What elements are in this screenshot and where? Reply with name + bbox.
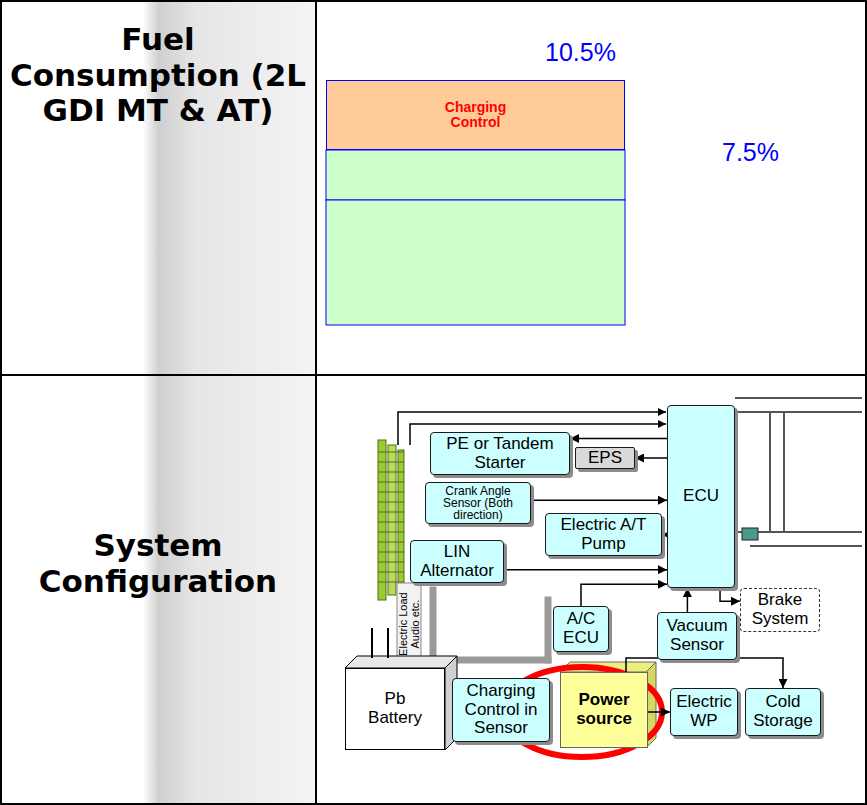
ecu-box: ECU (667, 405, 735, 588)
signal-connector (720, 588, 740, 601)
pulley-rib (378, 532, 404, 533)
signal-connector (648, 711, 670, 713)
component-box: PE or Tandem Starter (430, 432, 570, 475)
signal-connector (635, 457, 667, 459)
signal-connector (504, 569, 667, 571)
battery-terminal (387, 628, 389, 658)
pulley-rib (378, 522, 404, 523)
optional-system-box: Brake System (740, 588, 820, 632)
node-text: Vacuum Sensor (661, 617, 733, 654)
node-text: LIN Alternator (414, 543, 500, 580)
value-label: 10.5% (545, 38, 616, 67)
bar-segment: Charging Control (326, 80, 625, 150)
crank-pulley (378, 440, 404, 600)
component-box: A/C ECU (553, 606, 609, 652)
node-text: Cold Storage (749, 693, 817, 730)
pulley-rib (378, 502, 404, 503)
header-column-ground (1, 1, 316, 804)
component-box: Cold Storage (745, 688, 821, 736)
node-text: Electric A/T Pump (549, 516, 658, 553)
pulley-rib (378, 462, 404, 463)
node-text: Brake System (744, 591, 816, 628)
battery-terminal (371, 628, 373, 658)
component-box: LIN Alternator (410, 540, 504, 583)
node-text: Electric WP (674, 693, 734, 730)
pulley-rib (378, 452, 404, 453)
bar-segment (326, 200, 625, 325)
pulley-rib (378, 582, 404, 583)
row-header: Fuel Consumption (2L GDI MT & AT) (8, 22, 308, 129)
node-text: Pb Battery (365, 690, 425, 727)
pulley-rib (378, 472, 404, 473)
pulley-rib (378, 512, 404, 513)
sensor-box: Crank Angle Sensor (Both direction) (425, 482, 531, 524)
signal-connector (626, 658, 783, 688)
node-text: Power source (564, 691, 644, 728)
node-text: ECU (683, 487, 719, 506)
electric-load-strip (397, 583, 421, 665)
row-header: System Configuration (8, 528, 308, 599)
bar-segment (326, 150, 625, 200)
node-text: Crank Angle Sensor (Both direction) (429, 485, 527, 521)
pulley-rib (378, 562, 404, 563)
table-divider (315, 0, 317, 805)
pulley-rib (378, 492, 404, 493)
pulley-rib (378, 572, 404, 573)
signal-connector (687, 588, 689, 612)
pulley-rib (378, 542, 404, 543)
battery-top (345, 656, 457, 668)
sensor-box: Vacuum Sensor (657, 612, 737, 660)
signal-connector (531, 499, 667, 501)
load-label: Electric Load Audio etc. (397, 584, 421, 664)
battery-box: Pb Battery (345, 668, 445, 750)
table-divider (0, 374, 867, 376)
node-text: EPS (588, 449, 622, 468)
signal-connector (581, 584, 667, 606)
component-box: Electric WP (670, 688, 738, 736)
node-text: Charging Control in Sensor (456, 682, 546, 738)
signal-connector (570, 438, 667, 440)
component-box: EPS (575, 447, 635, 469)
component-box: Electric A/T Pump (545, 513, 662, 556)
brake-bracket (742, 528, 758, 540)
node-text: Charging Control (436, 100, 516, 131)
node-text: A/C ECU (557, 610, 605, 647)
value-label: 7.5% (722, 138, 779, 167)
node-text: PE or Tandem Starter (434, 435, 566, 472)
vehicle-frame (735, 398, 862, 546)
sensor-box: Charging Control in Sensor (452, 678, 550, 742)
power-bus (433, 590, 548, 660)
power-source-box: Power source (560, 672, 648, 748)
pulley-rib (378, 552, 404, 553)
pulley-rib (378, 482, 404, 483)
